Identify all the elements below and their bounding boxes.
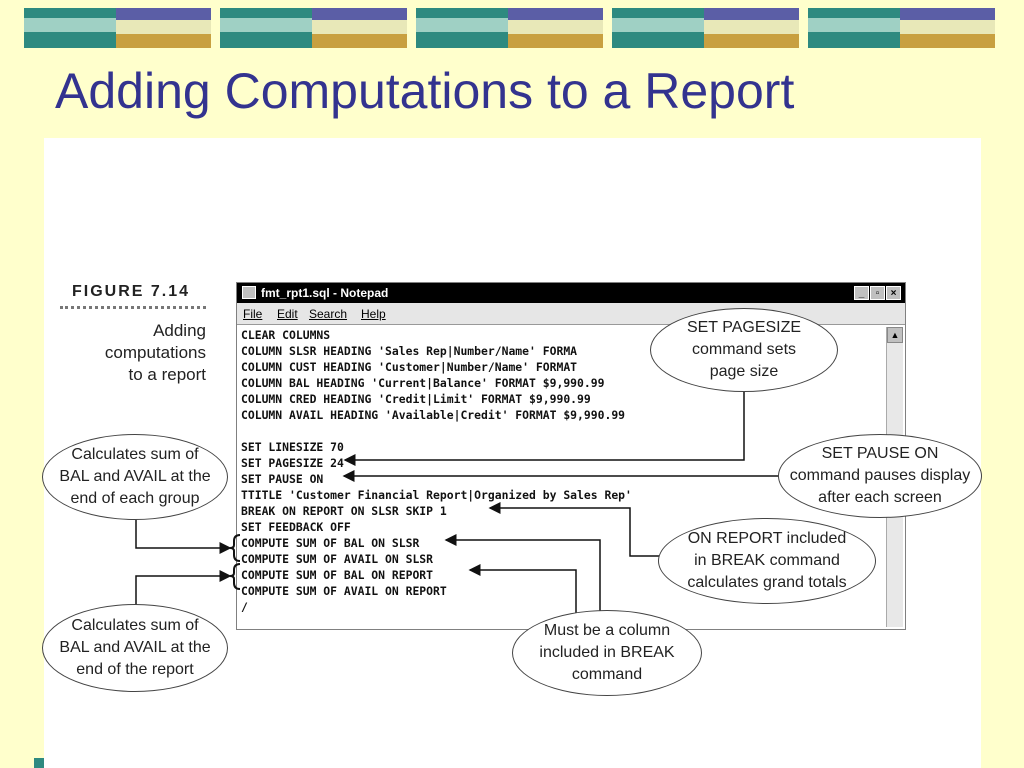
figure-divider bbox=[60, 306, 206, 309]
code-line: / bbox=[241, 600, 248, 614]
maximize-button[interactable]: ▫ bbox=[870, 286, 885, 300]
caption-line: Adding bbox=[153, 321, 206, 340]
window-title: fmt_rpt1.sql - Notepad bbox=[261, 286, 389, 300]
banner-tile bbox=[24, 8, 211, 48]
code-line: SET PAGESIZE 24 bbox=[241, 456, 344, 470]
code-line: COLUMN CUST HEADING 'Customer|Number/Nam… bbox=[241, 360, 578, 374]
code-line: COMPUTE SUM OF BAL ON REPORT bbox=[241, 568, 434, 582]
caption-line: to a report bbox=[128, 365, 207, 384]
slide-title: Adding Computations to a Report bbox=[55, 63, 795, 119]
code-line: SET FEEDBACK OFF bbox=[241, 520, 351, 534]
code-line: TTITLE 'Customer Financial Report|Organi… bbox=[241, 488, 632, 502]
connector-pagesize bbox=[343, 385, 745, 466]
menu-file[interactable]: File bbox=[243, 307, 263, 321]
code-line: COLUMN BAL HEADING 'Current|Balance' FOR… bbox=[241, 376, 605, 390]
decorative-mark bbox=[34, 758, 44, 768]
menu-search[interactable]: Search bbox=[309, 307, 348, 321]
connector-report-sum bbox=[135, 570, 232, 606]
banner-tile bbox=[808, 8, 995, 48]
connector-on-report bbox=[488, 502, 660, 557]
figure-number: FIGURE 7.14 bbox=[72, 283, 191, 300]
banner-tile bbox=[220, 8, 407, 48]
caption-line: computations bbox=[104, 343, 206, 362]
code-line: CLEAR COLUMNS bbox=[241, 328, 331, 342]
brace-report bbox=[229, 563, 241, 590]
brace-group bbox=[229, 534, 241, 562]
banner-tile bbox=[612, 8, 799, 48]
minimize-button[interactable]: _ bbox=[854, 286, 869, 300]
window-titlebar[interactable]: fmt_rpt1.sql - Notepad _ ▫ × bbox=[237, 283, 905, 303]
menu-help[interactable]: Help bbox=[361, 307, 386, 321]
code-line: COLUMN SLSR HEADING 'Sales Rep|Number/Na… bbox=[241, 344, 578, 358]
figure-caption: Adding computations to a report bbox=[60, 320, 206, 386]
connector-group-sum bbox=[135, 520, 232, 554]
notepad-icon bbox=[242, 286, 256, 299]
scroll-up-arrow-icon[interactable]: ▲ bbox=[887, 327, 903, 343]
close-button[interactable]: × bbox=[886, 286, 901, 300]
connector-column-report bbox=[468, 564, 577, 618]
decorative-banner bbox=[24, 8, 999, 48]
menu-edit[interactable]: Edit bbox=[277, 307, 298, 321]
banner-tile bbox=[416, 8, 603, 48]
code-line: COLUMN AVAIL HEADING 'Available|Credit' … bbox=[241, 408, 626, 422]
code-line: BREAK ON REPORT ON SLSR SKIP 1 bbox=[241, 504, 447, 518]
code-line: SET LINESIZE 70 bbox=[241, 440, 344, 454]
code-line: COMPUTE SUM OF BAL ON SLSR bbox=[241, 536, 420, 550]
text-editor[interactable]: CLEAR COLUMNS COLUMN SLSR HEADING 'Sales … bbox=[241, 327, 881, 615]
connector-column-slsr bbox=[444, 534, 601, 618]
code-line: SET PAUSE ON bbox=[241, 472, 324, 486]
code-line: COMPUTE SUM OF AVAIL ON REPORT bbox=[241, 584, 447, 598]
code-line: COLUMN CRED HEADING 'Credit|Limit' FORMA… bbox=[241, 392, 591, 406]
code-line: COMPUTE SUM OF AVAIL ON SLSR bbox=[241, 552, 434, 566]
